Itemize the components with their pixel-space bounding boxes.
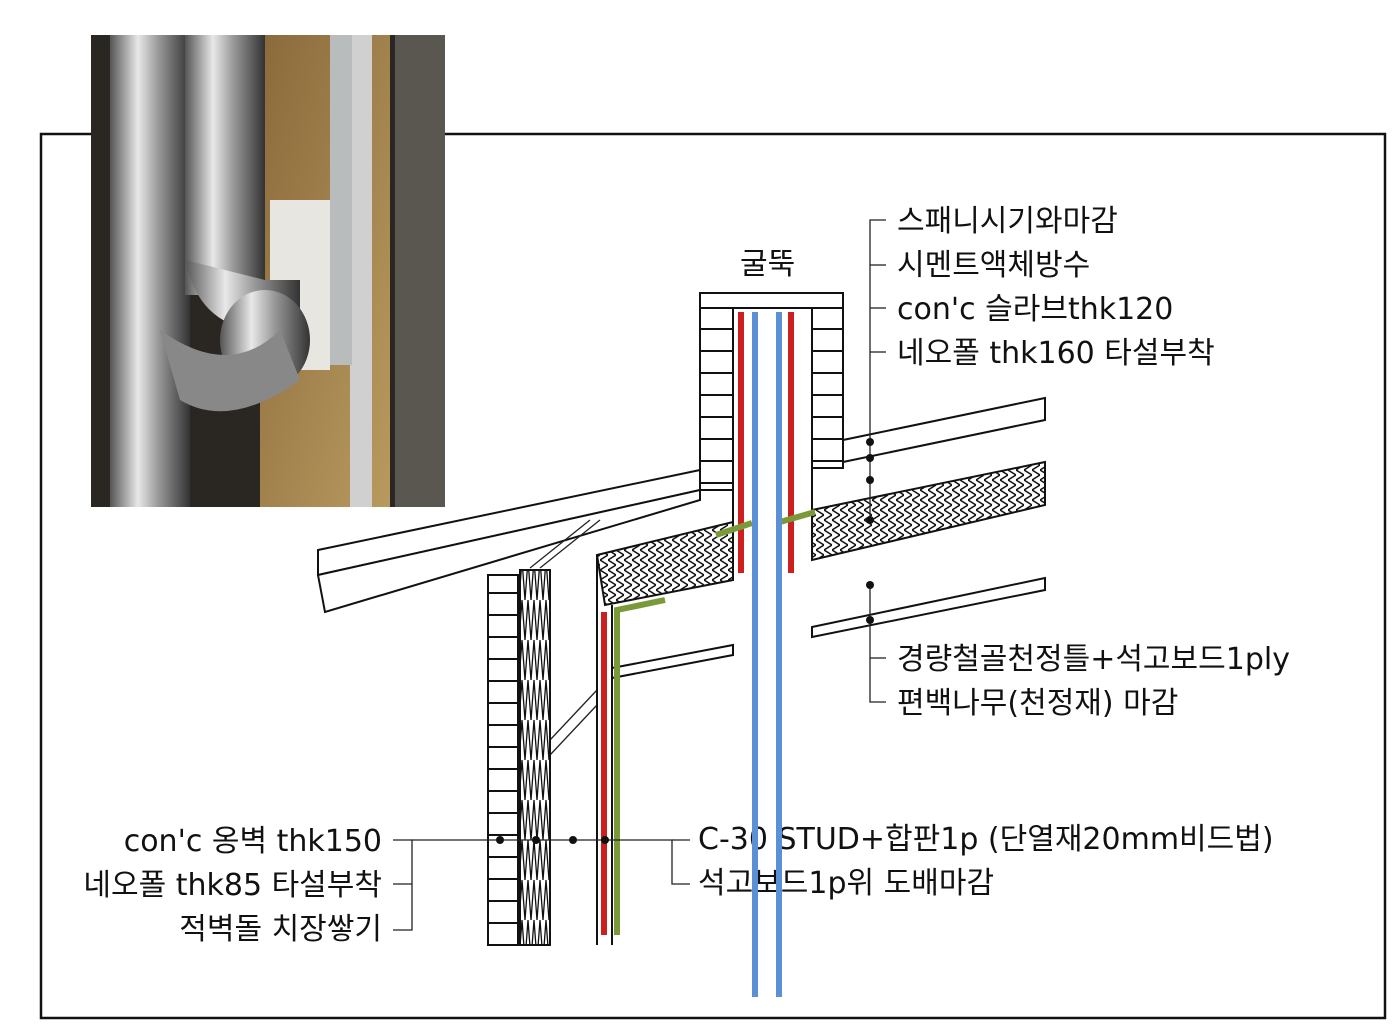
label-waterproofing: 시멘트액체방수 <box>897 248 1090 283</box>
label-gypsum: 석고보드1p위 도배마감 <box>698 866 994 901</box>
leader-lines <box>393 219 886 931</box>
drawing-frame <box>39 132 1387 1020</box>
label-roof-insulation: 네오폴 thk160 타설부착 <box>897 336 1215 371</box>
label-brick: 적벽돌 치장쌓기 <box>179 912 382 947</box>
label-wall-insulation: 네오폴 thk85 타설부착 <box>83 868 382 903</box>
label-ceiling-frame: 경량철골천정틀+석고보드1ply <box>897 642 1290 677</box>
chimney-photo <box>91 35 445 507</box>
roof-slab <box>316 396 1046 756</box>
wall <box>487 555 613 946</box>
label-ceiling-finish: 편백나무(천정재) 마감 <box>897 686 1178 721</box>
chimney-title: 굴뚝 <box>740 247 795 282</box>
label-retaining-wall: con'c 옹벽 thk150 <box>124 824 382 859</box>
label-stud: C-30 STUD+합판1p (단열재20mm비드법) <box>698 822 1274 857</box>
chimney <box>699 292 844 580</box>
label-roof-tile: 스패니시기와마감 <box>897 204 1118 239</box>
label-slab: con'c 슬라브thk120 <box>897 292 1173 327</box>
